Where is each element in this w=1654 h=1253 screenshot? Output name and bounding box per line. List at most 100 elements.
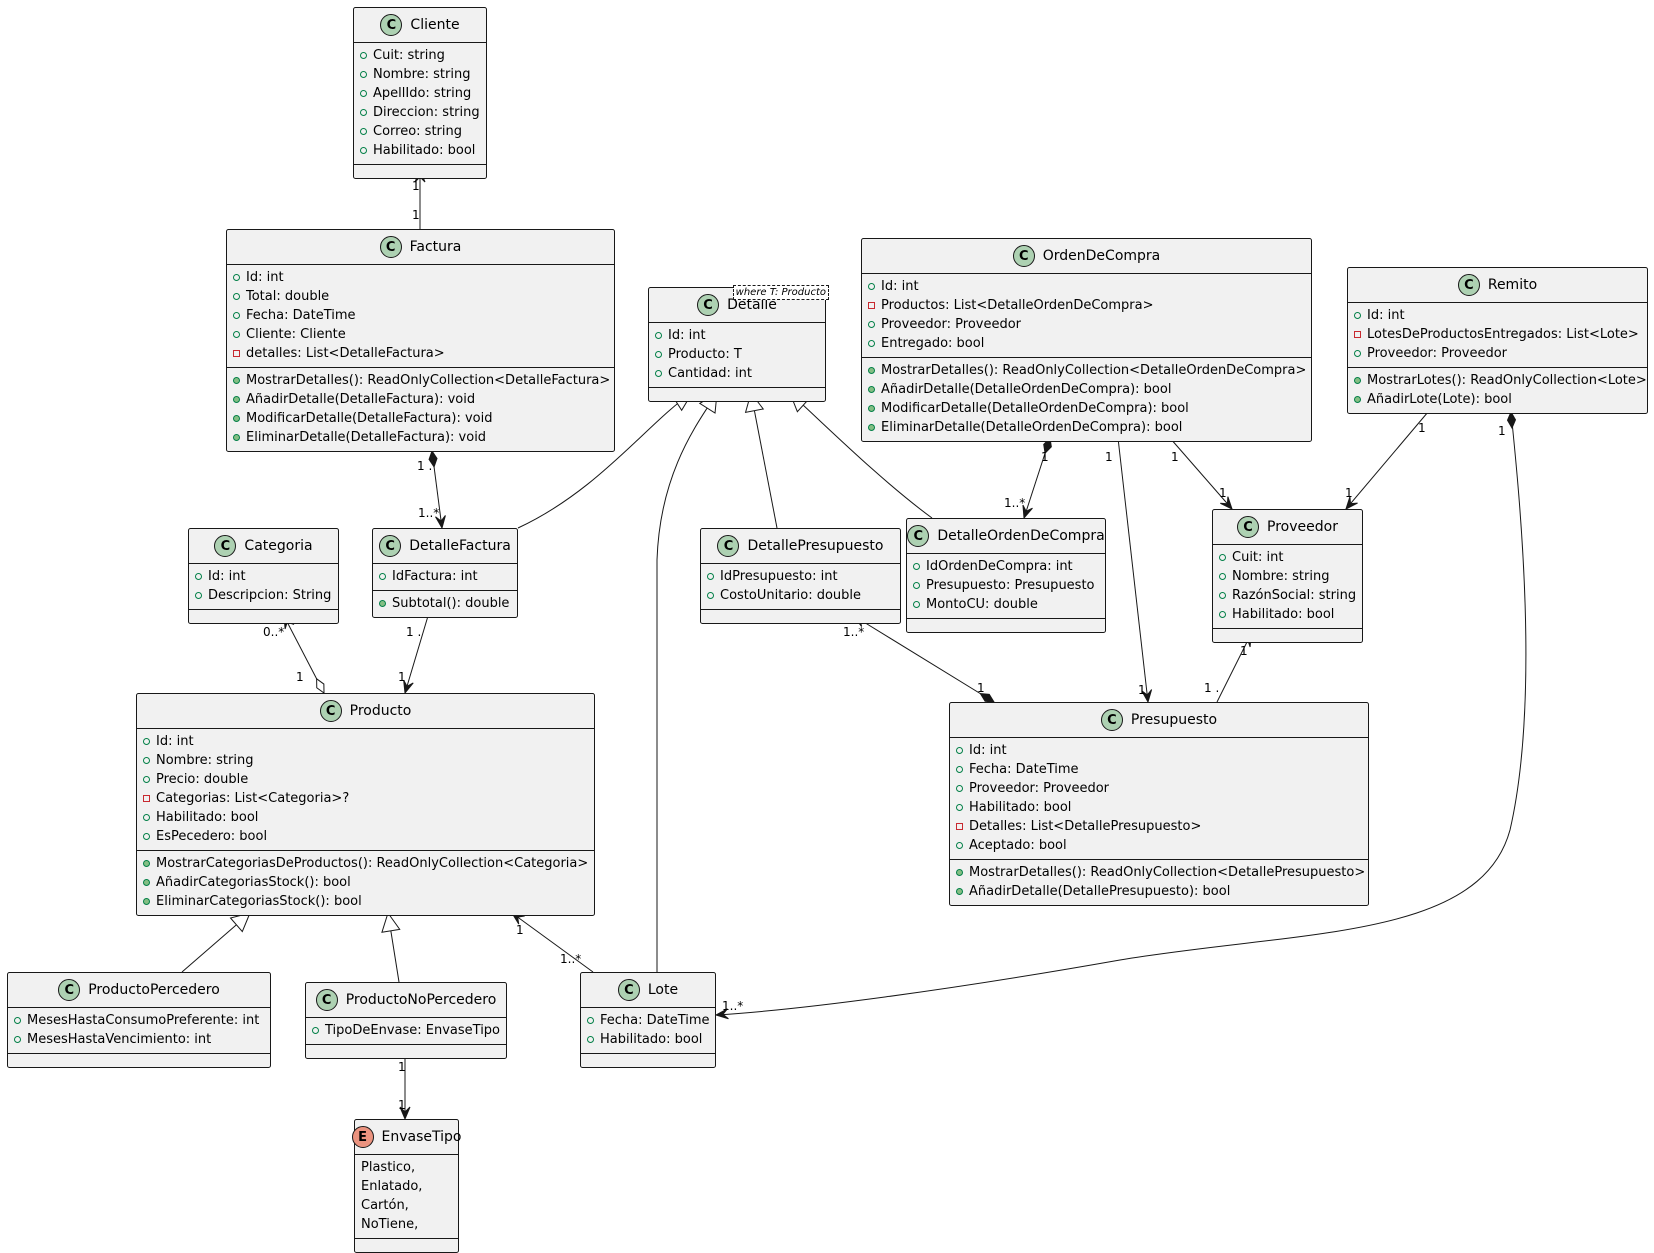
multiplicity-label: 1 — [1418, 421, 1426, 435]
class-name: Producto — [349, 702, 412, 719]
method: MostrarDetalles(): ReadOnlyCollection<De… — [227, 371, 614, 390]
methods-section: MostrarLotes(): ReadOnlyCollection<Lote>… — [1348, 368, 1647, 413]
member-text: Categorias: List<Categoria>? — [156, 791, 350, 806]
edge-detallepresupuesto-detalle — [750, 392, 778, 529]
method: EliminarDetalle(DetalleFactura): void — [227, 428, 614, 447]
class-name: EnvaseTipo — [381, 1128, 462, 1145]
multiplicity-label: 1 — [412, 208, 420, 222]
public-visibility-icon — [913, 601, 920, 608]
member-text: MostrarCategoriasDeProductos(): ReadOnly… — [156, 856, 589, 871]
attribute: Id: int — [950, 741, 1368, 760]
member-text: MesesHastaVencimiento: int — [27, 1032, 212, 1047]
attribute: TipoDeEnvase: EnvaseTipo — [306, 1021, 506, 1040]
member-text: Fecha: DateTime — [246, 308, 356, 323]
methods-section — [1213, 629, 1362, 642]
method: MostrarDetalles(): ReadOnlyCollection<De… — [950, 863, 1368, 882]
edge-detallefactura-detalle — [517, 392, 693, 529]
edge-ordendecompra-presupuesto — [1117, 437, 1149, 703]
attribute: Aceptado: bool — [950, 836, 1368, 855]
attribute: Total: double — [227, 287, 614, 306]
public-visibility-icon — [1219, 611, 1226, 618]
multiplicity-label: 1 — [1240, 644, 1248, 658]
public-visibility-icon — [956, 766, 963, 773]
attribute: Detalles: List<DetallePresupuesto> — [950, 817, 1368, 836]
multiplicity-label: 1 — [977, 681, 985, 695]
methods-section: MostrarDetalles(): ReadOnlyCollection<De… — [862, 358, 1311, 441]
public-visibility-icon — [379, 600, 386, 607]
multiplicity-label: 1 — [1171, 450, 1179, 464]
public-visibility-icon — [143, 814, 150, 821]
member-text: Habilitado: bool — [600, 1032, 703, 1047]
public-visibility-icon — [655, 351, 662, 358]
member-text: IdOrdenDeCompra: int — [926, 559, 1073, 574]
public-visibility-icon — [14, 1017, 21, 1024]
class-badge-icon: C — [380, 14, 403, 36]
public-visibility-icon — [233, 331, 240, 338]
member-text: Productos: List<DetalleOrdenDeCompra> — [881, 298, 1154, 313]
association-arrowhead — [1141, 689, 1153, 704]
attributes-section: IdFactura: int — [373, 564, 517, 591]
attribute: Id: int — [227, 268, 614, 287]
attribute: Fecha: DateTime — [581, 1011, 715, 1030]
class-name: Categoria — [244, 537, 313, 554]
public-visibility-icon — [1219, 592, 1226, 599]
member-text: AñadirLote(Lote): bool — [1367, 392, 1512, 407]
multiplicity-label: 1..* — [418, 506, 439, 520]
class-name: DetallePresupuesto — [747, 537, 884, 554]
methods-section: MostrarDetalles(): ReadOnlyCollection<De… — [227, 368, 614, 451]
edge-lote-detalle — [656, 392, 718, 972]
public-visibility-icon — [956, 842, 963, 849]
attribute: Id: int — [189, 567, 338, 586]
public-visibility-icon — [707, 592, 714, 599]
attribute: Id: int — [137, 732, 594, 751]
member-text: Id: int — [881, 279, 919, 294]
public-visibility-icon — [143, 898, 150, 905]
enum-empty-section — [355, 1239, 458, 1252]
public-visibility-icon — [360, 52, 367, 59]
public-visibility-icon — [233, 396, 240, 403]
class-name: ProductoPercedero — [88, 981, 220, 998]
methods-section — [354, 165, 486, 178]
private-visibility-icon — [143, 795, 150, 802]
attribute: Nombre: string — [354, 65, 486, 84]
private-visibility-icon — [868, 302, 875, 309]
public-visibility-icon — [913, 582, 920, 589]
multiplicity-label: 1..* — [1004, 496, 1025, 510]
attribute: Presupuesto: Presupuesto — [907, 576, 1105, 595]
public-visibility-icon — [360, 128, 367, 135]
enum-value: Plastico, — [361, 1160, 416, 1175]
attribute: Categorias: List<Categoria>? — [137, 789, 594, 808]
public-visibility-icon — [1354, 396, 1361, 403]
member-text: EsPecedero: bool — [156, 829, 268, 844]
member-text: AñadirDetalle(DetallePresupuesto): bool — [969, 884, 1231, 899]
class-name: Proveedor — [1267, 518, 1338, 535]
attribute: Productos: List<DetalleOrdenDeCompra> — [862, 296, 1311, 315]
methods-section: MostrarCategoriasDeProductos(): ReadOnly… — [137, 851, 594, 915]
member-text: Id: int — [668, 328, 706, 343]
association-arrowhead — [1345, 496, 1358, 510]
method: AñadirDetalle(DetallePresupuesto): bool — [950, 882, 1368, 901]
multiplicity-label: 1 — [1345, 486, 1353, 500]
